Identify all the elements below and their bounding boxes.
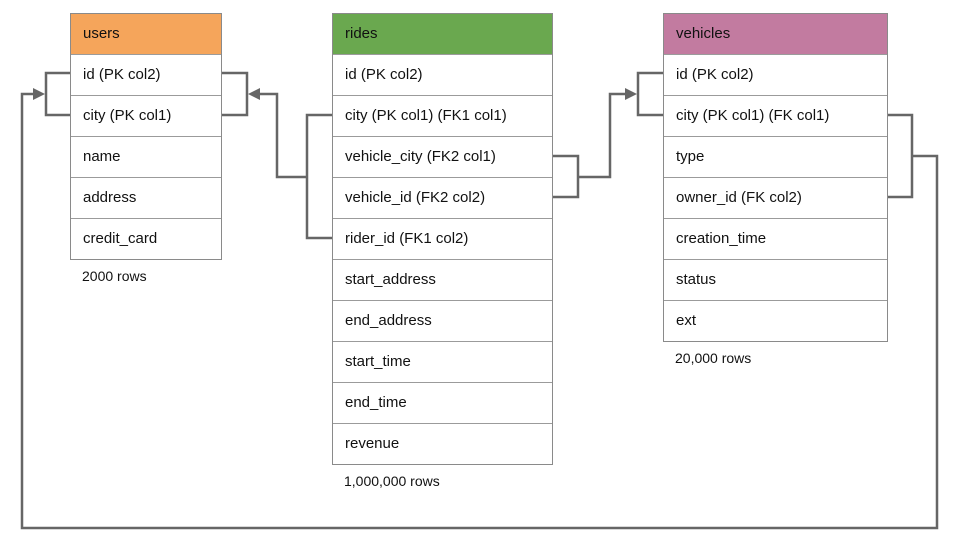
column-row: end_address [333, 300, 552, 341]
table-vehicles-header: vehicles [664, 14, 887, 54]
column-row: city (PK col1) (FK1 col1) [333, 95, 552, 136]
column-row: credit_card [71, 218, 221, 259]
column-row: city (PK col1) (FK col1) [664, 95, 887, 136]
rel-vehicles-users-users-bracket [44, 71, 70, 117]
column-row: start_time [333, 341, 552, 382]
rel-rides-vehicles-rides-bracket [553, 154, 580, 199]
table-vehicles-columns: id (PK col2)city (PK col1) (FK col1)type… [664, 54, 887, 341]
column-row: start_address [333, 259, 552, 300]
table-rides-box: rides id (PK col2)city (PK col1) (FK1 co… [332, 13, 553, 465]
column-row: owner_id (FK col2) [664, 177, 887, 218]
rel-rides-users-users-bracket [222, 71, 249, 117]
rel-rides-vehicles-vehicles-bracket [636, 71, 663, 117]
table-vehicles-rowcount: 20,000 rows [675, 350, 752, 366]
column-row: vehicle_id (FK2 col2) [333, 177, 552, 218]
rel-rides-users-arrowhead-icon [248, 88, 260, 100]
table-users-header: users [71, 14, 221, 54]
column-row: id (PK col2) [71, 54, 221, 95]
table-rides: rides id (PK col2)city (PK col1) (FK1 co… [332, 13, 553, 489]
table-vehicles-box: vehicles id (PK col2)city (PK col1) (FK … [663, 13, 888, 342]
table-users-rowcount: 2000 rows [82, 268, 147, 284]
table-rides-columns: id (PK col2)city (PK col1) (FK1 col1)veh… [333, 54, 552, 464]
column-row: address [71, 177, 221, 218]
rel-vehicles-users-vehicles-bracket [888, 113, 914, 199]
column-row: name [71, 136, 221, 177]
column-row: city (PK col1) [71, 95, 221, 136]
rel-rides-vehicles-arrowhead-icon [625, 88, 637, 100]
column-row: revenue [333, 423, 552, 464]
column-row: ext [664, 300, 887, 341]
rel-rides-users-rides-bracket [305, 113, 332, 240]
column-row: vehicle_city (FK2 col1) [333, 136, 552, 177]
column-row: status [664, 259, 887, 300]
rel-rides-vehicles-link [578, 92, 633, 179]
column-row: end_time [333, 382, 552, 423]
column-row: rider_id (FK1 col2) [333, 218, 552, 259]
column-row: id (PK col2) [333, 54, 552, 95]
table-rides-rowcount: 1,000,000 rows [344, 473, 440, 489]
column-row: id (PK col2) [664, 54, 887, 95]
rel-vehicles-users-arrowhead-icon [33, 88, 45, 100]
column-row: creation_time [664, 218, 887, 259]
table-rides-header: rides [333, 14, 552, 54]
rel-rides-users-link [252, 92, 307, 179]
column-row: type [664, 136, 887, 177]
table-vehicles: vehicles id (PK col2)city (PK col1) (FK … [663, 13, 888, 366]
